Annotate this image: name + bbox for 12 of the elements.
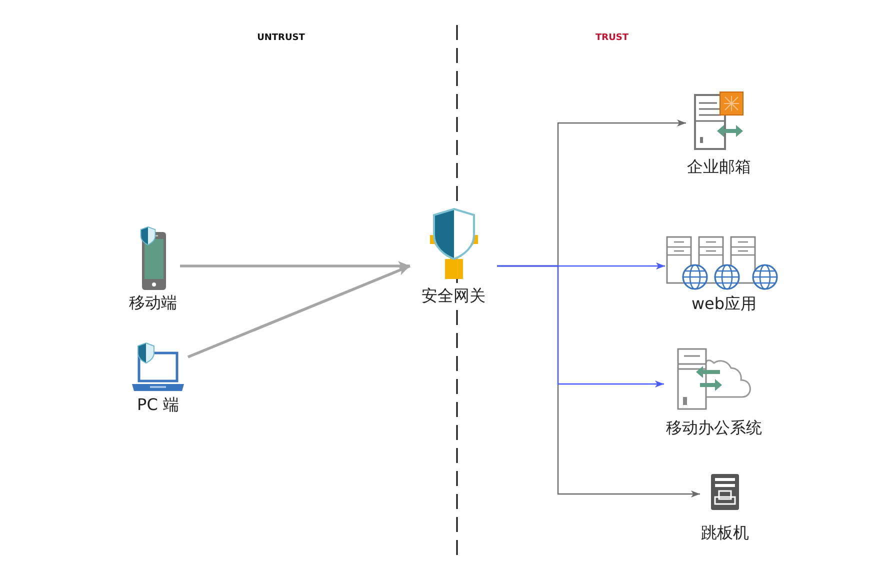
- node-label: 移动办公系统: [666, 417, 762, 439]
- node-label: 跳板机: [701, 522, 749, 544]
- arrow: [497, 265, 664, 388]
- arrow: [187, 264, 411, 358]
- zone-label: UNTRUST: [257, 32, 305, 44]
- node-label: PC 端: [137, 394, 179, 416]
- node-label: 企业邮箱: [687, 156, 751, 178]
- node-label: 移动端: [129, 292, 177, 314]
- node-label: web应用: [691, 293, 757, 315]
- arrow: [180, 261, 410, 271]
- zone-label: TRUST: [596, 32, 628, 44]
- node-label: 安全网关: [422, 285, 486, 307]
